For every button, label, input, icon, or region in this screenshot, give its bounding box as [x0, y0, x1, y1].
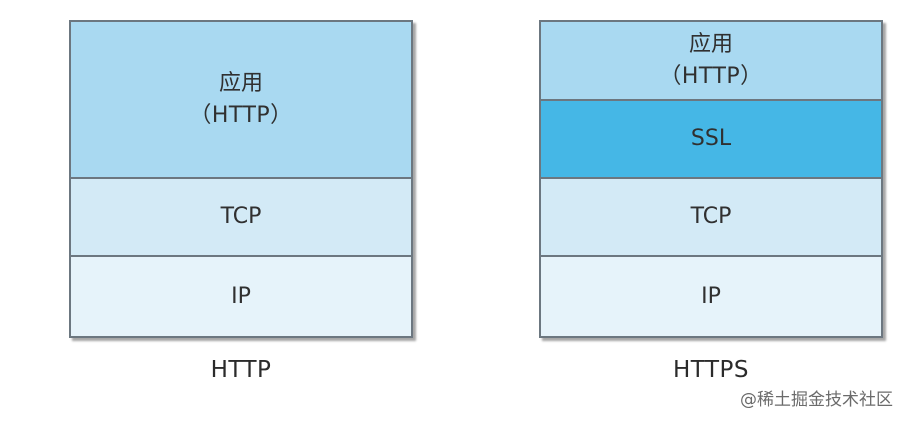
https-protocol-stack: 应用 （HTTP） SSL TCP IP	[539, 20, 883, 338]
https-tcp-layer-label: TCP	[690, 204, 732, 229]
https-ip-layer-label: IP	[701, 283, 721, 309]
https-ssl-layer: SSL	[541, 101, 881, 179]
http-tcp-layer-label: TCP	[220, 204, 262, 229]
http-protocol-stack: 应用 （HTTP） TCP IP	[69, 20, 413, 338]
https-application-layer-name: 应用	[688, 31, 733, 57]
https-tcp-layer: TCP	[541, 179, 881, 257]
watermark: @稀土掘金技术社区	[740, 390, 893, 410]
http-application-layer-protocol: （HTTP）	[189, 102, 293, 128]
http-tcp-layer: TCP	[71, 179, 411, 257]
https-ssl-layer-label: SSL	[690, 126, 732, 151]
https-application-layer-protocol: （HTTP）	[659, 63, 763, 89]
http-application-layer: 应用 （HTTP）	[71, 22, 411, 179]
https-stack-caption: HTTPS	[673, 357, 749, 383]
http-ip-layer-label: IP	[231, 283, 251, 309]
http-ip-layer: IP	[71, 257, 411, 336]
https-application-layer: 应用 （HTTP）	[541, 22, 881, 101]
https-ip-layer: IP	[541, 257, 881, 336]
http-stack-caption: HTTP	[210, 357, 272, 383]
http-application-layer-name: 应用	[218, 70, 263, 96]
